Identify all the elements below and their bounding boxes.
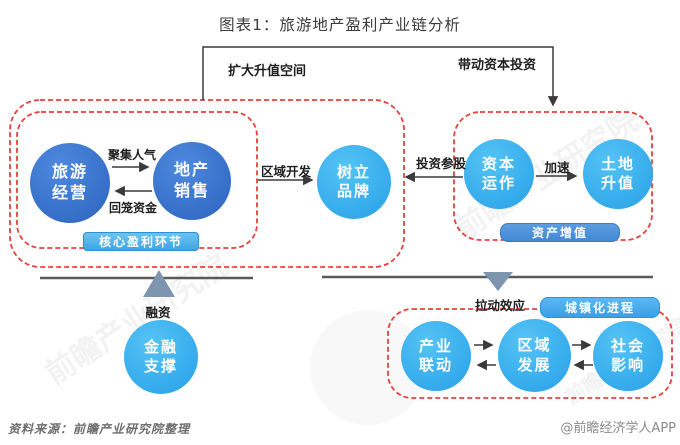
edge-label-drive-capital-investment: 带动资本投资: [457, 58, 537, 73]
node-social-impact: 社会 影响: [593, 321, 663, 391]
node-label: 地产: [173, 160, 210, 180]
edge-label-pull-effect: 拉动效应: [474, 298, 526, 313]
node-label: 金融: [143, 337, 178, 356]
edge-label-accelerate: 加速: [544, 160, 570, 175]
node-label: 旅游: [51, 162, 88, 182]
node-label: 发展: [517, 355, 552, 374]
node-capital-operation: 资本 运作: [464, 139, 534, 209]
chart-title: 图表1：旅游地产盈利产业链分析: [219, 16, 461, 34]
tag-urbanization-process: 城镇化进程: [540, 297, 660, 318]
edge-label-financing: 融资: [145, 305, 171, 320]
node-tourism-operation: 旅游 经营: [30, 143, 110, 223]
node-label: 资本: [481, 154, 516, 173]
node-property-sales: 地产 销售: [153, 142, 231, 220]
node-label: 树立: [336, 162, 371, 181]
node-industry-linkage: 产业 联动: [401, 321, 471, 391]
tag-asset-appreciation: 资产增值: [500, 223, 620, 242]
source-note: 资料来源：前瞻产业研究院整理: [8, 422, 191, 436]
node-label: 区域: [517, 336, 552, 354]
node-label: 联动: [418, 356, 453, 374]
edge-label-gather-popularity: 聚集人气: [107, 148, 157, 162]
node-establish-brand: 树立 品牌: [317, 145, 391, 219]
outer-core-dashed-box: [9, 99, 405, 268]
drive-investment-arrow: [202, 46, 559, 107]
pull-effect-down-triangle-icon: [483, 272, 513, 291]
node-land-appreciation: 土地 升值: [583, 139, 653, 209]
node-regional-development: 区域 发展: [498, 319, 571, 392]
node-label: 社会: [610, 336, 645, 355]
edge-label-investment-equity: 投资参股: [415, 156, 467, 171]
node-label: 产业: [418, 336, 453, 355]
edge-label-regional-development: 区域开发: [260, 164, 312, 179]
node-label: 土地: [600, 154, 635, 173]
edge-label-expand-appreciation-space: 扩大升值空间: [227, 64, 307, 79]
node-label: 销售: [173, 181, 210, 200]
node-label: 升值: [600, 174, 635, 192]
node-label: 支撑: [143, 357, 178, 375]
financing-up-triangle-icon: [143, 270, 175, 297]
edge-label-return-funds: 回笼资金: [108, 201, 158, 215]
tag-core-profit-link: 核心盈利环节: [83, 232, 199, 251]
node-label: 运作: [481, 174, 516, 192]
node-financial-support: 金融 支撑: [124, 320, 198, 394]
node-label: 影响: [610, 356, 645, 374]
credit-note: @前瞻经济学人APP: [560, 421, 676, 436]
node-label: 品牌: [336, 182, 371, 200]
node-label: 经营: [51, 183, 88, 202]
